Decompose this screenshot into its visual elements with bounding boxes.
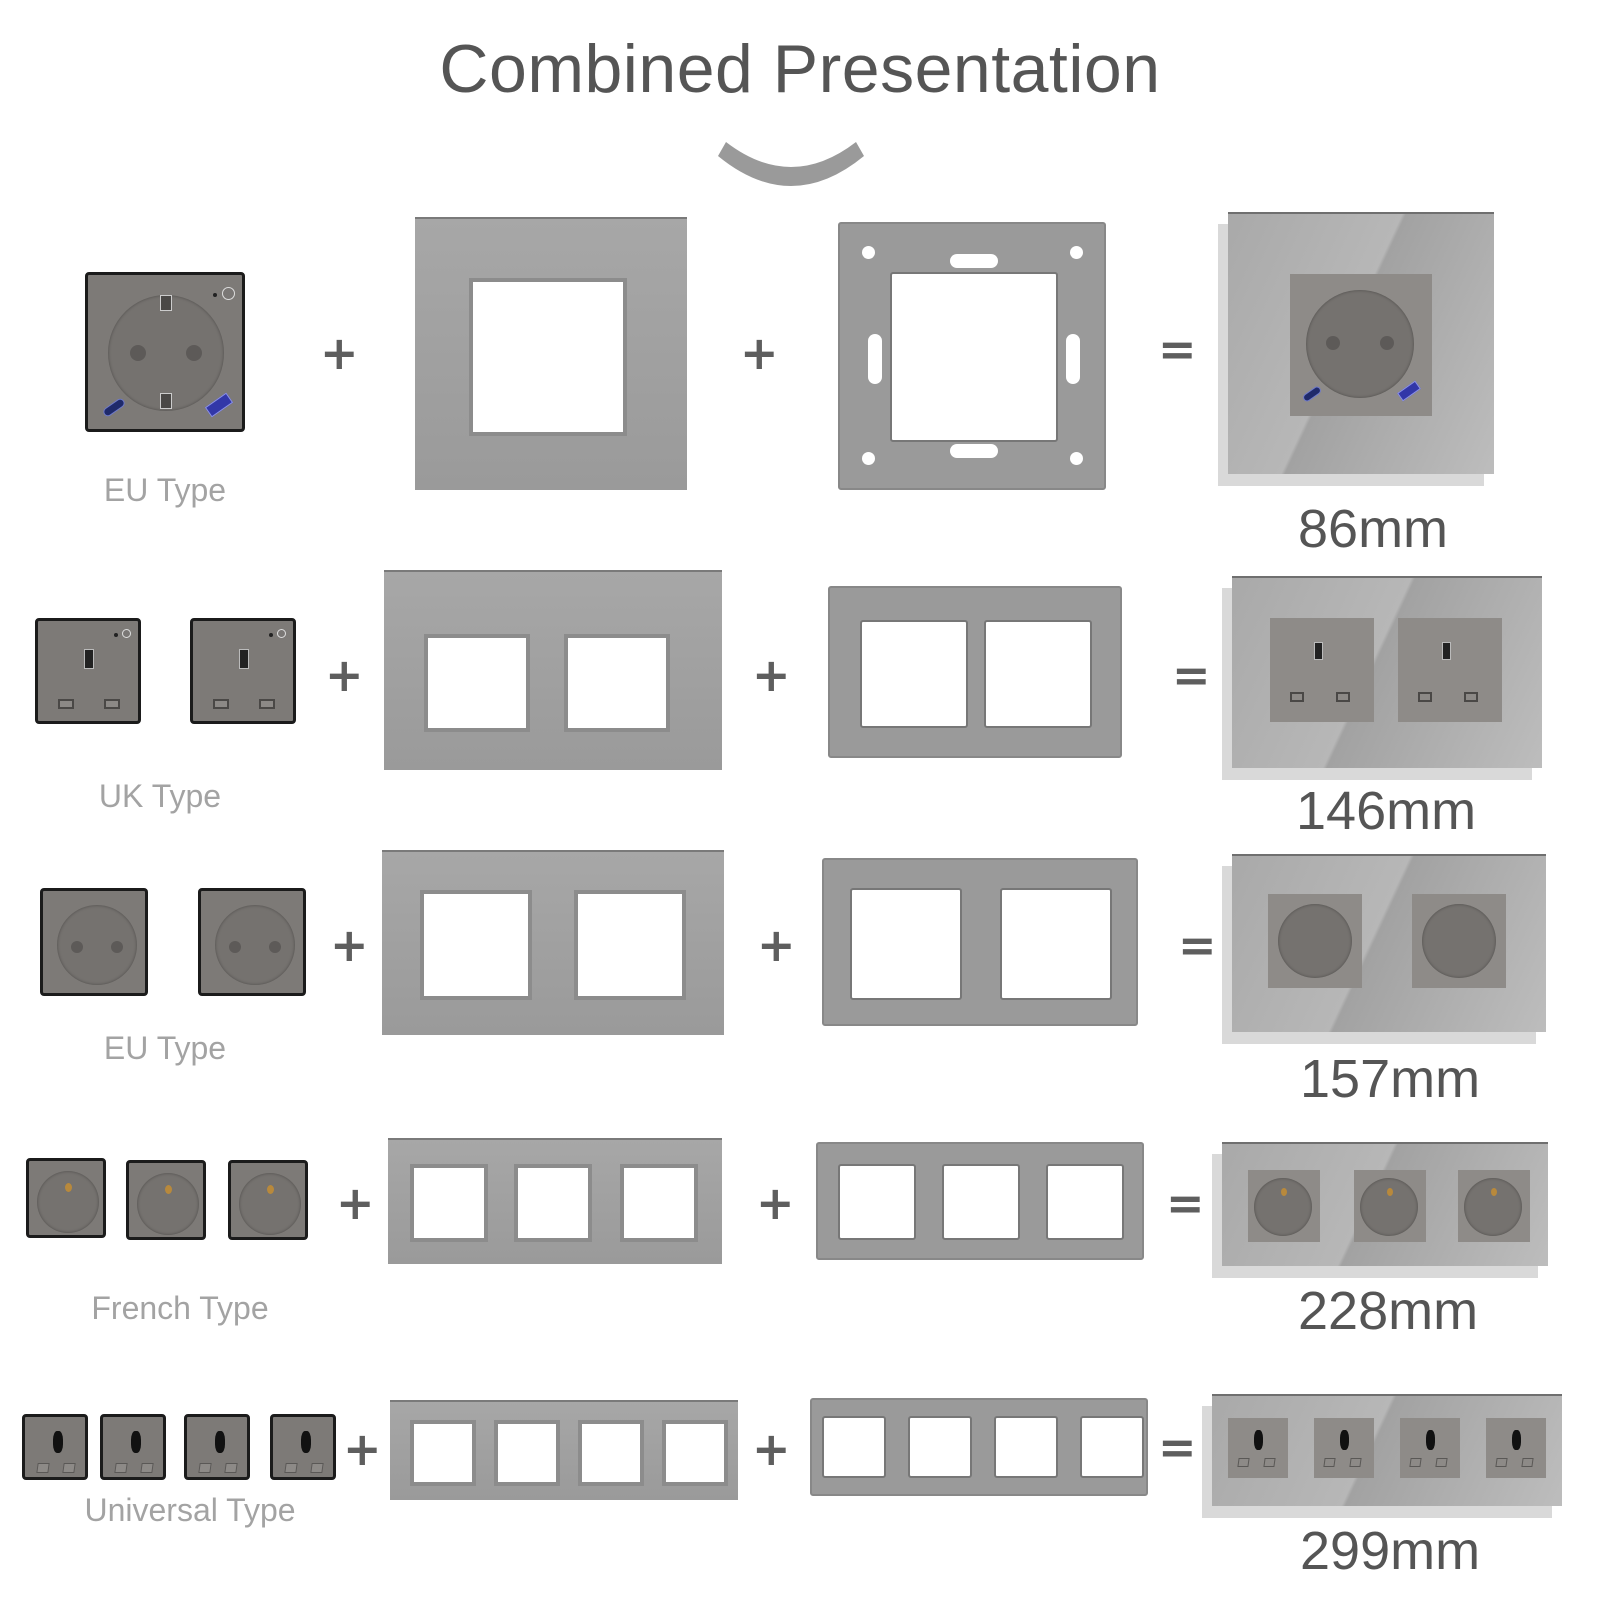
type-label: Universal Type bbox=[84, 1492, 296, 1528]
universal-socket-module bbox=[270, 1414, 336, 1480]
plus-sign: + bbox=[336, 1176, 375, 1230]
plus-sign: + bbox=[343, 1422, 382, 1476]
type-label: EU Type bbox=[103, 472, 227, 508]
usb-c-port-icon bbox=[101, 396, 127, 419]
uk-socket-module bbox=[190, 618, 296, 724]
universal-socket-module bbox=[100, 1414, 166, 1480]
mounting-frame-3gang bbox=[816, 1142, 1144, 1260]
plus-sign: + bbox=[320, 326, 359, 380]
plus-sign: + bbox=[740, 326, 779, 380]
mounting-frame-4gang bbox=[810, 1398, 1148, 1496]
universal-socket-module bbox=[22, 1414, 88, 1480]
size-label: 157mm bbox=[1300, 1049, 1481, 1109]
glass-panel-4gang bbox=[390, 1400, 738, 1500]
french-socket-module bbox=[228, 1160, 308, 1240]
french-socket-module bbox=[26, 1158, 106, 1238]
equals-sign: = bbox=[1172, 648, 1211, 702]
glass-panel-2gang bbox=[384, 570, 722, 770]
eu-socket-module bbox=[198, 888, 306, 996]
type-label: UK Type bbox=[98, 778, 222, 814]
page-title: Combined Presentation bbox=[439, 31, 1161, 107]
equals-sign: = bbox=[1166, 1176, 1205, 1230]
universal-socket-module bbox=[184, 1414, 250, 1480]
plus-sign: + bbox=[325, 648, 364, 702]
eu-socket-module bbox=[40, 888, 148, 996]
mounting-frame-2gang bbox=[822, 858, 1138, 1026]
glass-panel-3gang bbox=[388, 1138, 722, 1264]
glass-panel-1gang bbox=[415, 217, 687, 490]
plus-sign: + bbox=[752, 648, 791, 702]
equals-sign: = bbox=[1158, 322, 1197, 376]
size-label: 86mm bbox=[1298, 499, 1449, 559]
equals-sign: = bbox=[1178, 918, 1217, 972]
assembled-socket-3gang bbox=[1222, 1142, 1548, 1266]
eu-usb-socket-module bbox=[85, 272, 245, 432]
assembled-socket-1gang bbox=[1228, 212, 1494, 474]
plus-sign: + bbox=[757, 918, 796, 972]
plus-sign: + bbox=[752, 1422, 791, 1476]
mounting-frame-2gang bbox=[828, 586, 1122, 758]
type-label: French Type bbox=[91, 1290, 269, 1326]
arc-chevron-icon bbox=[718, 142, 864, 186]
french-socket-module bbox=[126, 1160, 206, 1240]
assembled-socket-4gang bbox=[1212, 1394, 1562, 1506]
plus-sign: + bbox=[330, 918, 369, 972]
size-label: 146mm bbox=[1296, 781, 1477, 841]
equals-sign: = bbox=[1158, 1420, 1197, 1474]
uk-socket-module bbox=[35, 618, 141, 724]
assembled-socket-2gang bbox=[1232, 854, 1546, 1032]
usb-a-port-icon bbox=[204, 392, 234, 418]
size-label: 299mm bbox=[1300, 1521, 1481, 1581]
glass-panel-2gang bbox=[382, 850, 724, 1035]
size-label: 228mm bbox=[1298, 1281, 1479, 1341]
assembled-socket-2gang bbox=[1232, 576, 1542, 768]
plus-sign: + bbox=[756, 1176, 795, 1230]
type-label: EU Type bbox=[103, 1030, 227, 1066]
mounting-frame-1gang bbox=[838, 222, 1106, 490]
